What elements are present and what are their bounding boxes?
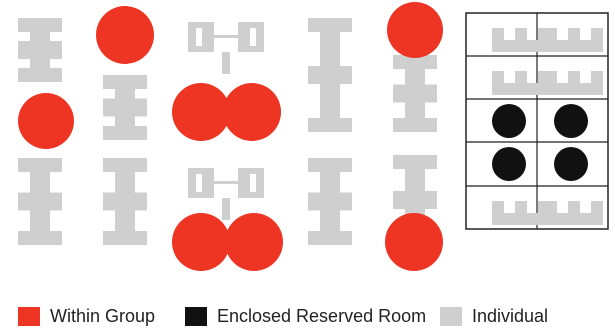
desk-cluster <box>188 168 264 220</box>
room-desk-arm <box>545 201 557 225</box>
desk-left-notch <box>196 28 202 46</box>
within-group-seat <box>172 213 230 271</box>
desk-middle-bar <box>103 192 147 211</box>
within-group-seat <box>225 213 283 271</box>
reserved-room-seat <box>492 104 526 138</box>
room-desk-arm <box>568 28 580 52</box>
desk-cluster <box>18 158 62 245</box>
room-desk <box>492 71 550 95</box>
legend-label-enclosed-reserved-room: Enclosed Reserved Room <box>217 306 427 326</box>
room-desk-arm <box>515 28 527 52</box>
desk-middle-bar <box>393 84 437 103</box>
within-group-seat <box>172 83 230 141</box>
legend-within-group: Within Group <box>18 306 155 326</box>
desk-middle-bar <box>18 192 62 211</box>
desk-leg <box>222 52 230 74</box>
within-group-seat <box>387 2 443 58</box>
room-desk-arm <box>591 28 603 52</box>
room-desk-arm <box>591 201 603 225</box>
room-desk-arm <box>515 201 527 225</box>
legend-swatch-enclosed-reserved-room <box>185 306 207 326</box>
desk-cluster <box>103 158 147 245</box>
desk-left-notch <box>196 174 202 192</box>
within-group-seat <box>385 213 443 271</box>
room-desk-arm <box>492 71 504 95</box>
desk-middle-bar <box>308 192 352 211</box>
reserved-room-seat <box>492 147 526 181</box>
room-desk-arm <box>568 201 580 225</box>
desk-cluster <box>393 55 437 132</box>
room-desk <box>545 71 603 95</box>
desk-connector <box>214 181 238 184</box>
desk-right-notch <box>250 174 256 192</box>
within-group-seat <box>223 83 281 141</box>
desk-cluster <box>103 75 147 140</box>
legend-swatch-individual <box>440 306 462 326</box>
room-desk <box>545 201 603 225</box>
within-group-seat <box>18 93 74 149</box>
room-desk-arm <box>545 28 557 52</box>
legend-swatch-within-group <box>18 306 40 326</box>
room-desk-arm <box>492 201 504 225</box>
room-desk-arm <box>591 71 603 95</box>
desk-cluster <box>308 18 352 132</box>
desk-right-notch <box>250 28 256 46</box>
seating-diagram <box>18 2 609 271</box>
room-desk <box>492 201 550 225</box>
desk-cluster <box>18 18 62 82</box>
desk-connector <box>214 35 238 38</box>
legend-label-individual: Individual <box>472 306 549 326</box>
desk-middle-bar <box>393 191 437 209</box>
within-group-seat <box>96 6 154 64</box>
desk-cluster <box>188 22 264 74</box>
desk-leg <box>222 198 230 220</box>
legend-enclosed-reserved-room: Enclosed Reserved Room <box>185 306 426 326</box>
room-desk-arm <box>568 71 580 95</box>
room-desk-arm <box>545 71 557 95</box>
desk-middle-bar <box>103 98 147 117</box>
reserved-room-seat <box>554 147 588 181</box>
desk-middle-bar <box>18 41 62 59</box>
room-desk <box>492 28 550 52</box>
desk-cluster <box>308 158 352 245</box>
legend-label-within-group: Within Group <box>50 306 156 326</box>
legend-individual: Individual <box>440 306 548 326</box>
room-desk-arm <box>492 28 504 52</box>
desk-middle-bar <box>308 66 352 84</box>
room-desk-arm <box>515 71 527 95</box>
reserved-room-seat <box>554 104 588 138</box>
room-desk <box>545 28 603 52</box>
